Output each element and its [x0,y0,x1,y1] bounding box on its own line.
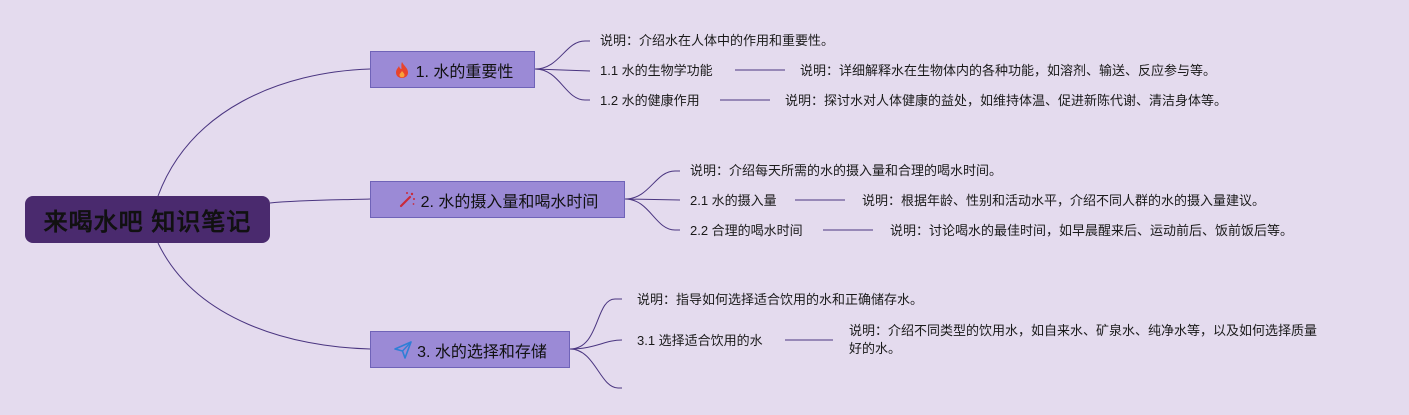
sub-3-1-label[interactable]: 3.1 选择适合饮用的水 [637,333,763,348]
connector-b3-desc [569,298,622,350]
branch-2-desc: 说明：介绍每天所需的水的摄入量和合理的喝水时间。 [690,163,1003,178]
sub-1-2-label[interactable]: 1.2 水的健康作用 [600,93,700,108]
sub-1-1-label[interactable]: 1.1 水的生物学功能 [600,63,713,78]
branch-node-1[interactable]: 1. 水的重要性 [370,51,535,88]
branch-label-1: 1. 水的重要性 [415,63,514,81]
connector-b3-s2 [569,348,622,389]
connector-b2-s1 [624,198,681,201]
connector-b2-desc [624,170,680,200]
sub-1-1-desc: 说明：详细解释水在生物体内的各种功能，如溶剂、输送、反应参与等。 [800,63,1217,78]
connector-b1-s2 [534,68,590,101]
sub-2-2-label[interactable]: 2.2 合理的喝水时间 [690,223,803,238]
root-node[interactable]: 来喝水吧 知识笔记 [25,196,270,243]
connector-b1-s1 [534,68,591,72]
connector-root-b1 [157,68,371,197]
paper-plane-icon [393,340,413,360]
connector-b2-s2 [624,198,680,231]
connector-root-b3 [157,242,371,350]
branch-1-desc: 说明：介绍水在人体中的作用和重要性。 [600,33,835,48]
sub-3-1-desc: 说明：介绍不同类型的饮用水，如自来水、矿泉水、纯净水等，以及如何选择质量好的水。 [849,323,1318,356]
sub-1-2-desc: 说明：探讨水对人体健康的益处，如维持体温、促进新陈代谢、清洁身体等。 [785,93,1228,108]
sub-2-1-label[interactable]: 2.1 水的摄入量 [690,193,777,208]
connector-b3-s1 [569,339,623,350]
branch-label-3: 3. 水的选择和存储 [417,343,547,361]
branch-node-2[interactable]: 2. 水的摄入量和喝水时间 [370,181,625,218]
sub-2-2-desc: 说明：讨论喝水的最佳时间，如早晨醒来后、运动前后、饭前饭后等。 [890,223,1294,238]
magic-wand-icon [397,190,417,210]
connector-root-b2 [269,198,371,204]
connector-b1-desc [534,40,590,70]
sub-2-1-desc: 说明：根据年龄、性别和活动水平，介绍不同人群的水的摄入量建议。 [862,193,1266,208]
branch-label-2: 2. 水的摄入量和喝水时间 [420,193,599,211]
branch-node-3[interactable]: 3. 水的选择和存储 [370,331,570,368]
branch-3-desc: 说明：指导如何选择适合饮用的水和正确储存水。 [637,292,924,307]
root-title: 来喝水吧 知识笔记 [43,209,252,236]
fire-icon [392,60,412,80]
